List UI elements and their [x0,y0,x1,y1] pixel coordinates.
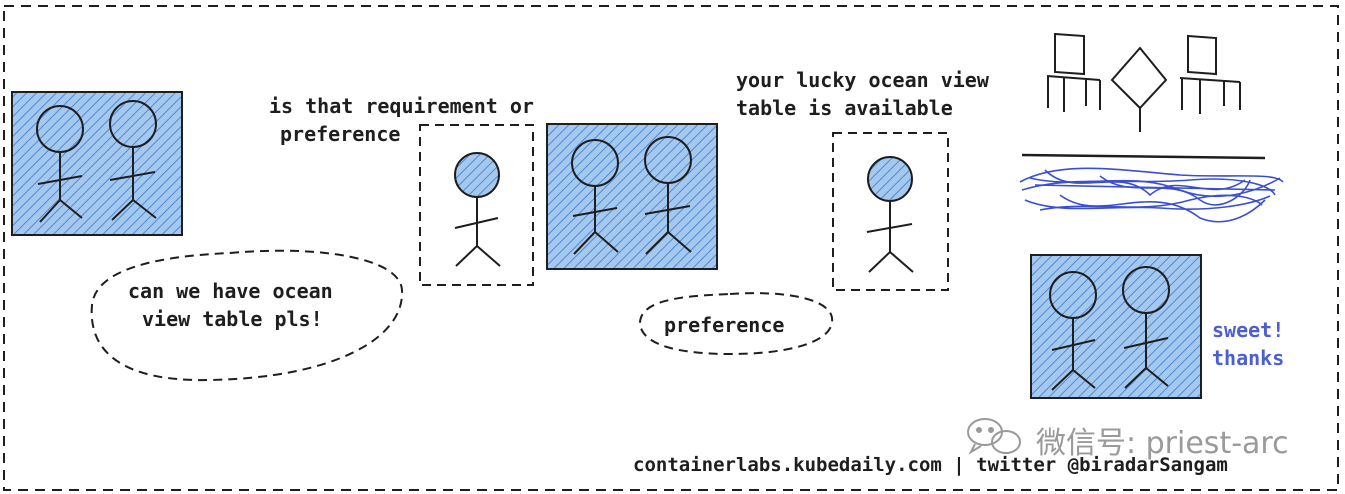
host-box-2 [832,132,949,291]
person-icon [644,136,692,255]
outer-frame [3,5,1339,491]
person-icon [1049,271,1097,391]
thanks-line-2: thanks [1212,346,1285,370]
chair-icon [1046,32,1101,112]
watermark-text: 微信号: priest-arc [1036,426,1289,461]
person-icon [454,152,501,267]
host-box [419,124,534,286]
scribble-icon [1019,167,1284,223]
chair-icon [1179,34,1241,114]
divider-line [1021,153,1266,160]
couple-box-1 [11,91,183,236]
request-line-1: can we have ocean [128,279,333,303]
speech-bubble-request [90,249,404,382]
person-icon [36,105,84,223]
available-line-1: your lucky ocean view [736,68,989,92]
couple-box-2 [546,123,718,270]
couple-box-3 [1030,254,1202,399]
wechat-icon [967,418,1021,455]
thanks-line-1: sweet! [1212,318,1285,342]
person-icon [1122,266,1170,389]
question-line-1: is that requirement or [269,94,534,118]
question-line-2: preference [280,122,401,146]
footer-credit: containerlabs.kubedaily.com | twitter @b… [633,454,1228,476]
person-icon [571,139,619,255]
person-icon [109,100,157,221]
answer-text: preference [664,313,785,337]
person-icon [866,156,914,273]
available-line-2: table is available [736,96,953,120]
request-line-2: view table pls! [142,307,323,331]
speech-bubble-answer [638,292,834,356]
table-icon [1110,46,1168,132]
